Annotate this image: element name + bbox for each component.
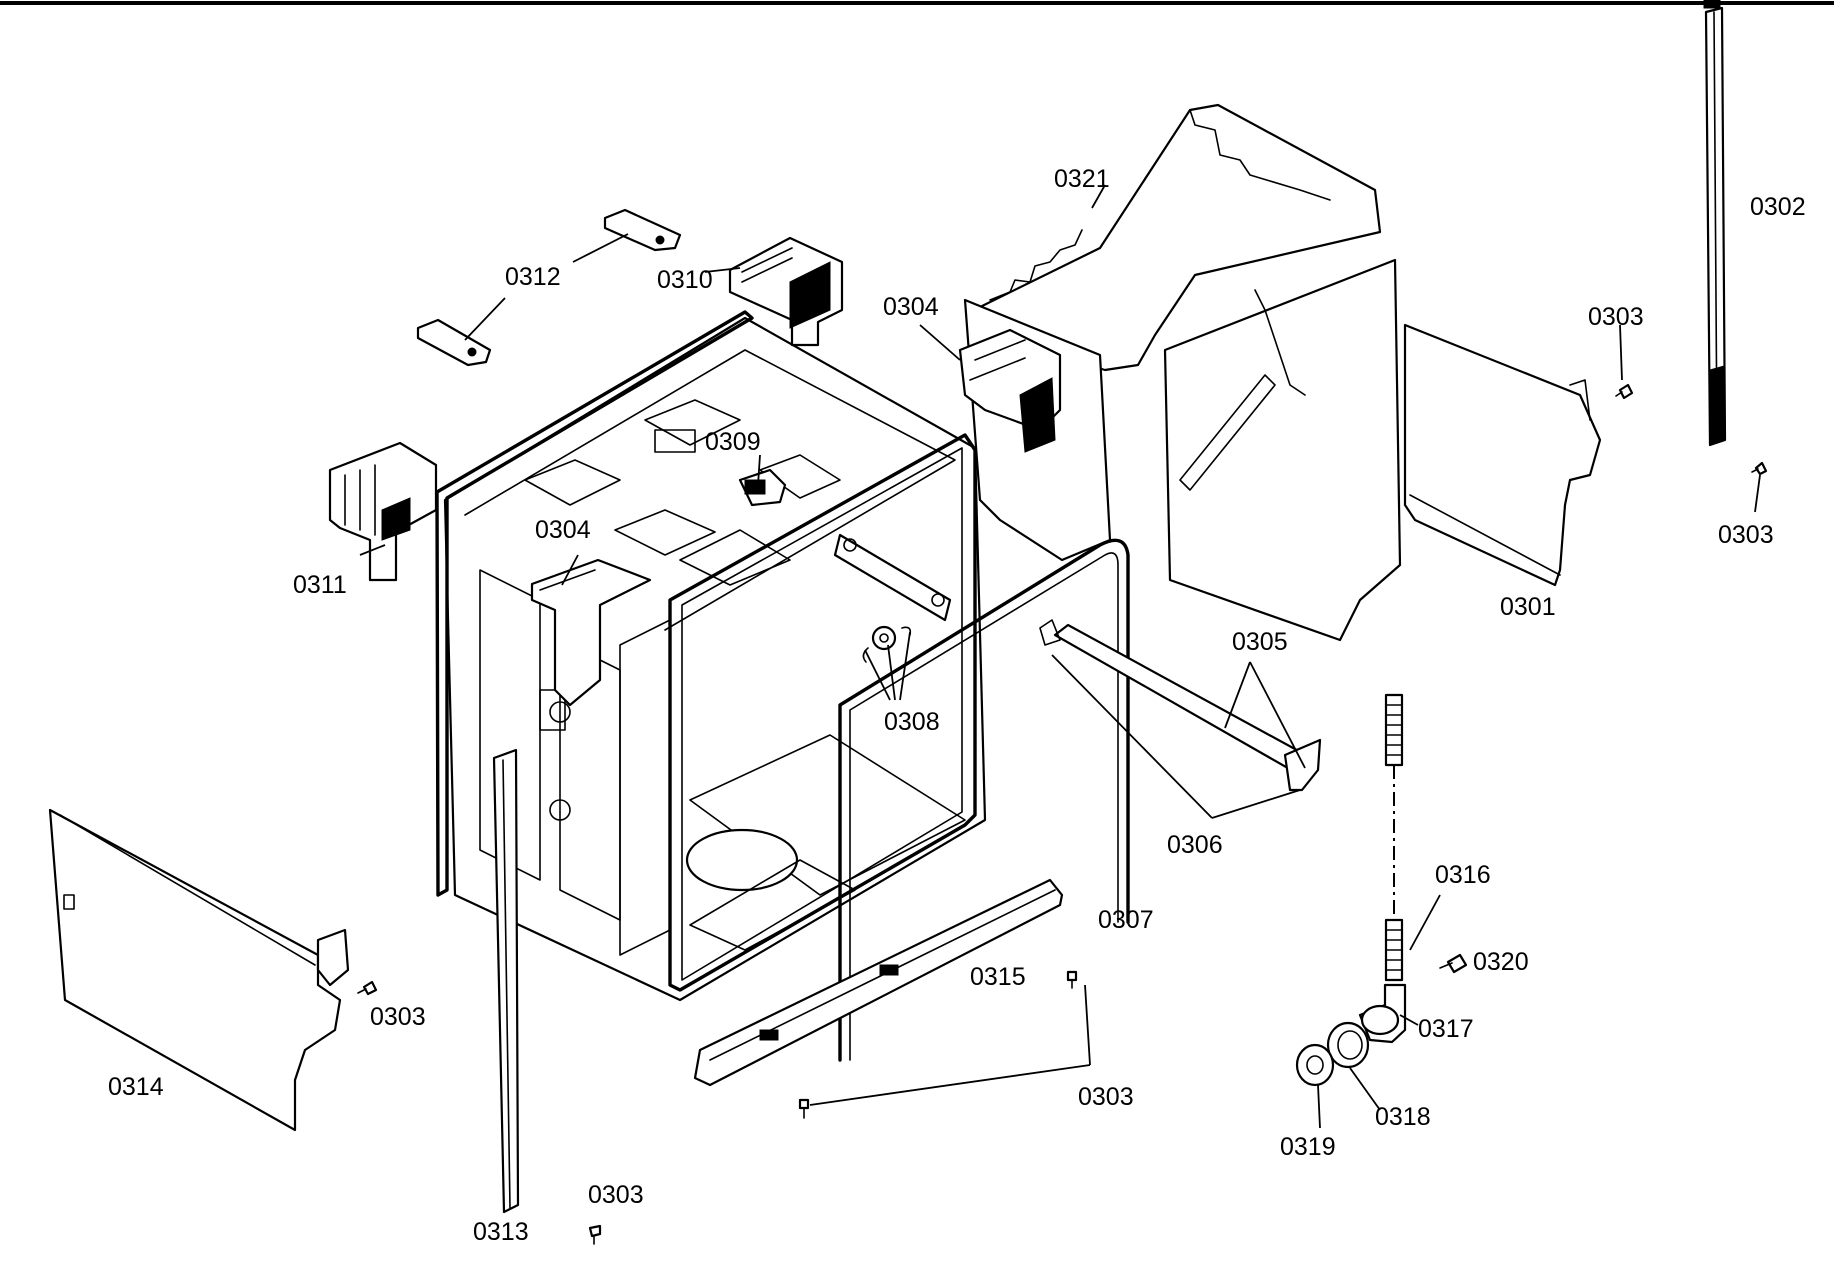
callout-0314: 0314 bbox=[108, 1073, 164, 1101]
part-0304-pump-bracket-right bbox=[958, 328, 1062, 453]
part-0312-upper-plate bbox=[603, 208, 682, 252]
callout-0315: 0315 bbox=[970, 963, 1026, 991]
main-tub bbox=[435, 310, 987, 1002]
part-0319-cap bbox=[1295, 1043, 1335, 1087]
callout-0302: 0302 bbox=[1750, 193, 1806, 221]
part-0314-kick-panel bbox=[48, 808, 350, 1132]
callout-0303-left: 0303 bbox=[370, 1003, 426, 1031]
part-0312-lower-plate bbox=[416, 318, 492, 367]
callout-0317: 0317 bbox=[1418, 1015, 1474, 1043]
callout-0320: 0320 bbox=[1473, 948, 1529, 976]
part-0313-side-rail bbox=[492, 748, 520, 1214]
callout-0304-right: 0304 bbox=[883, 293, 939, 321]
part-0320-screw bbox=[1439, 953, 1468, 974]
callout-0303-far-right: 0303 bbox=[1718, 521, 1774, 549]
callout-0310: 0310 bbox=[657, 266, 713, 294]
callout-0305: 0305 bbox=[1232, 628, 1288, 656]
callout-0309: 0309 bbox=[705, 428, 761, 456]
part-0318-ring bbox=[1326, 1021, 1370, 1069]
callout-0319: 0319 bbox=[1280, 1133, 1336, 1161]
part-0316-drain-hose bbox=[1384, 693, 1404, 982]
callout-0307: 0307 bbox=[1098, 906, 1154, 934]
part-0307-door-seal bbox=[838, 538, 1130, 1062]
part-0310-hinge bbox=[728, 236, 844, 347]
part-0315-base-rail bbox=[693, 878, 1064, 1087]
callout-0308: 0308 bbox=[884, 708, 940, 736]
callout-0301: 0301 bbox=[1500, 593, 1556, 621]
callout-0306: 0306 bbox=[1167, 831, 1223, 859]
callout-labels: 0321 0302 0312 0310 0304 0303 0309 0304 … bbox=[108, 165, 1806, 1246]
callout-0313: 0313 bbox=[473, 1218, 529, 1246]
callout-0318: 0318 bbox=[1375, 1103, 1431, 1131]
part-0302-side-strip bbox=[1703, 0, 1727, 447]
part-0317-elbow bbox=[1358, 983, 1407, 1044]
callout-0312-top: 0312 bbox=[505, 263, 561, 291]
callout-0303-right: 0303 bbox=[1588, 303, 1644, 331]
part-0311-hinge bbox=[328, 441, 438, 582]
callout-0303-bottom: 0303 bbox=[1078, 1083, 1134, 1111]
callout-0316: 0316 bbox=[1435, 861, 1491, 889]
callout-0304-left: 0304 bbox=[535, 516, 591, 544]
leader-lines bbox=[359, 184, 1761, 1129]
callout-0303-lowest: 0303 bbox=[588, 1181, 644, 1209]
part-0301-side-panel bbox=[1403, 323, 1602, 587]
callout-0321: 0321 bbox=[1054, 165, 1110, 193]
part-0304-tub-bracket bbox=[530, 558, 652, 707]
callout-0311: 0311 bbox=[293, 571, 347, 599]
part-0303-screws bbox=[357, 383, 1768, 1245]
